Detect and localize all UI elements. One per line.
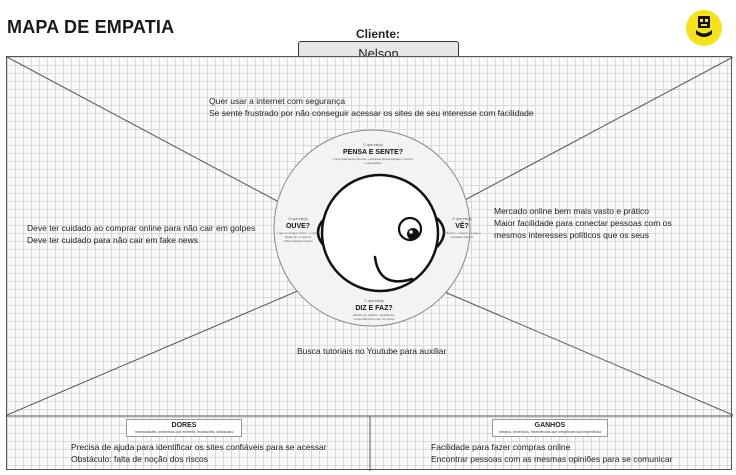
diagonal-top-right — [432, 57, 733, 218]
empathy-board: O que ele(a) PENSA E SENTE? o que realme… — [6, 56, 733, 471]
map-title: MAPA DE EMPATIA — [7, 17, 175, 37]
label-ouve: O que ele(a) OUVE? o que os amigos dizem… — [276, 217, 320, 243]
label-pensa-sente: O que ele(a) PENSA E SENTE? o que realme… — [333, 143, 413, 165]
smile-icon — [373, 255, 414, 283]
label-diz-faz: O que ele(a) DIZ E FAZ? atitude em públi… — [352, 299, 396, 321]
note-ouve: Deve ter cuidado ao comprar online para … — [27, 222, 255, 246]
note-line: Maior facilidade para conectar pessoas c… — [494, 218, 672, 228]
ganhos-tag: GANHOS desejos, benefícios, experiências… — [492, 419, 608, 437]
note-pensa-sente: Quer usar a internet com segurança Se se… — [209, 95, 534, 119]
client-label: Cliente: — [356, 27, 401, 41]
note-line: Deve ter cuidado para não cair em fake n… — [27, 235, 199, 245]
diagonal-bottom-right — [432, 286, 733, 416]
note-line: Obstáculo: falta de noção dos riscos — [71, 454, 209, 464]
head-icon — [320, 173, 440, 293]
logo-badge — [686, 10, 722, 46]
pupil-icon — [407, 228, 419, 240]
note-line: Precisa de ajuda para identificar os sit… — [71, 442, 327, 452]
note-dores: Precisa de ajuda para identificar os sit… — [71, 441, 327, 465]
dores-tag: DORES necessidades, problemas que enfren… — [126, 419, 242, 437]
note-diz-faz: Busca tutoriais no Youtube para auxiliar — [297, 345, 446, 357]
note-line: Mercado online bem mais vasto e prático — [494, 206, 649, 216]
note-line: Busca tutoriais no Youtube para auxiliar — [297, 346, 447, 356]
note-ganhos: Facilidade para fazer compras online Enc… — [431, 441, 672, 465]
note-line: mesmos interesses políticos que os seus — [494, 230, 649, 240]
logo-icon — [696, 16, 712, 37]
note-line: Se sente frustrado por não conseguir ace… — [209, 108, 534, 118]
label-ve: O que ele(a) VÊ? ambiente • amigos • o q… — [443, 217, 481, 239]
note-ve: Mercado online bem mais vasto e prático … — [494, 205, 672, 241]
note-line: Quer usar a internet com segurança — [209, 96, 346, 106]
note-line: Facilidade para fazer compras online — [431, 442, 571, 452]
note-line: Deve ter cuidado ao comprar online para … — [27, 223, 256, 233]
diagonal-top-left — [7, 57, 308, 218]
board-lines — [7, 57, 733, 471]
diagonal-bottom-left — [7, 286, 308, 416]
note-line: Encontrar pessoas com as mesmas opiniões… — [431, 454, 673, 464]
